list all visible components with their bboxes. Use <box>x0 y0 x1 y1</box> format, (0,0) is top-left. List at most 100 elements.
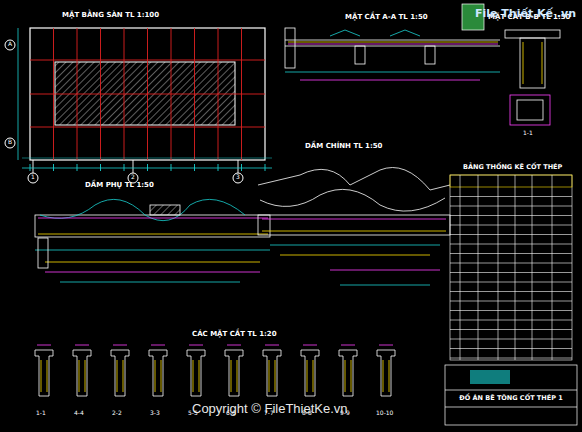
cad-line <box>351 360 352 392</box>
cad-line <box>231 360 232 392</box>
cad-line <box>450 196 572 197</box>
cad-line <box>515 175 516 360</box>
cad-line <box>450 329 572 330</box>
section-tag: 8-8 <box>302 410 312 417</box>
cad-line <box>450 282 572 283</box>
cad-line <box>133 160 134 173</box>
beam-section <box>377 350 395 396</box>
cad-line <box>33 160 34 173</box>
cad-line <box>269 360 270 392</box>
project-title: ĐỒ ÁN BÊ TÔNG CỐT THÉP 1 <box>449 394 573 402</box>
cad-line <box>199 360 200 392</box>
cad-line <box>478 175 479 360</box>
cad-line <box>275 360 276 392</box>
section-tag: 1-1 <box>523 130 533 137</box>
beam-section <box>187 350 205 396</box>
cad-line <box>79 360 80 392</box>
section-tag: 3-3 <box>150 410 160 417</box>
view-title: MẶT BẰNG SÀN TL 1:100 <box>62 12 159 20</box>
cad-line <box>30 127 265 128</box>
cad-line <box>155 360 156 392</box>
cad-line <box>450 225 572 226</box>
view-title: DẦM CHÍNH TL 1:50 <box>305 143 382 151</box>
beam-section <box>73 350 91 396</box>
beam-section <box>301 350 319 396</box>
section-tag: 5-5 <box>188 410 198 417</box>
cad-line <box>77 164 78 171</box>
cad-line <box>389 360 390 392</box>
cad-line <box>450 272 572 273</box>
cad-line <box>193 360 194 392</box>
section-tag: 10-10 <box>376 410 393 417</box>
cad-line <box>450 339 572 340</box>
cad-line <box>171 164 172 171</box>
view-title: MẶT CẮT A-A TL 1:50 <box>345 14 428 22</box>
cad-line <box>552 175 553 360</box>
section-tag: 9-9 <box>340 410 350 417</box>
cad-line <box>450 301 572 302</box>
cad-line <box>47 360 48 392</box>
cad-line <box>450 244 572 245</box>
cad-line <box>100 164 101 171</box>
cad-line <box>450 348 572 349</box>
cad-line <box>123 360 124 392</box>
cad-line <box>117 360 118 392</box>
cad-line <box>85 360 86 392</box>
cad-line <box>218 164 219 171</box>
cad-line <box>341 345 355 346</box>
title-block: ĐỒ ÁN BÊ TÔNG CỐT THÉP 1 <box>447 393 575 406</box>
cad-line <box>450 215 572 216</box>
cad-line <box>460 175 461 360</box>
logo-text: File Thiết Kế .vn <box>473 7 578 20</box>
cad-line <box>53 164 54 171</box>
cad-line <box>189 345 203 346</box>
beam-section <box>111 350 129 396</box>
cad-line <box>265 164 266 171</box>
cad-line <box>265 345 279 346</box>
cad-line <box>450 206 572 207</box>
beam-section <box>263 350 281 396</box>
section-tag: 1-1 <box>36 410 46 417</box>
cad-line <box>498 175 499 360</box>
cad-line <box>238 160 239 173</box>
cad-line <box>30 60 265 61</box>
cad-line <box>147 164 148 171</box>
section-tag: 2 <box>131 174 135 181</box>
cad-line <box>113 345 127 346</box>
logo-box: File Thiết Kế .vn <box>471 6 580 28</box>
cad-line <box>379 345 393 346</box>
cad-line <box>450 320 572 321</box>
section-tag: 4-4 <box>74 410 84 417</box>
cad-line <box>30 164 31 171</box>
cad-line <box>450 263 572 264</box>
beam-section <box>225 350 243 396</box>
cad-line <box>313 360 314 392</box>
cad-line <box>237 360 238 392</box>
cad-line <box>41 360 42 392</box>
cad-line <box>532 175 533 360</box>
section-tag: A <box>8 41 12 48</box>
beam-section <box>35 350 53 396</box>
section-tag: B <box>8 139 12 146</box>
cad-line <box>307 360 308 392</box>
cad-line <box>124 164 125 171</box>
cad-line <box>450 234 572 235</box>
section-tag: 6-6 <box>226 410 236 417</box>
cad-line <box>450 358 572 359</box>
cad-line <box>345 360 346 392</box>
cad-line <box>75 345 89 346</box>
view-title: DẦM PHỤ TL 1:50 <box>85 182 154 190</box>
cad-line <box>161 360 162 392</box>
view-title: BẢNG THỐNG KÊ CỐT THÉP <box>463 164 562 171</box>
beam-section <box>149 350 167 396</box>
cad-line <box>37 345 51 346</box>
section-tag: 2-2 <box>112 410 122 417</box>
cad-line <box>450 253 572 254</box>
view-title: CÁC MẶT CẮT TL 1:20 <box>192 331 277 339</box>
cad-line <box>151 345 165 346</box>
cad-line <box>227 345 241 346</box>
cad-line <box>241 164 242 171</box>
beam-section <box>339 350 357 396</box>
section-tag: 3 <box>236 174 240 181</box>
